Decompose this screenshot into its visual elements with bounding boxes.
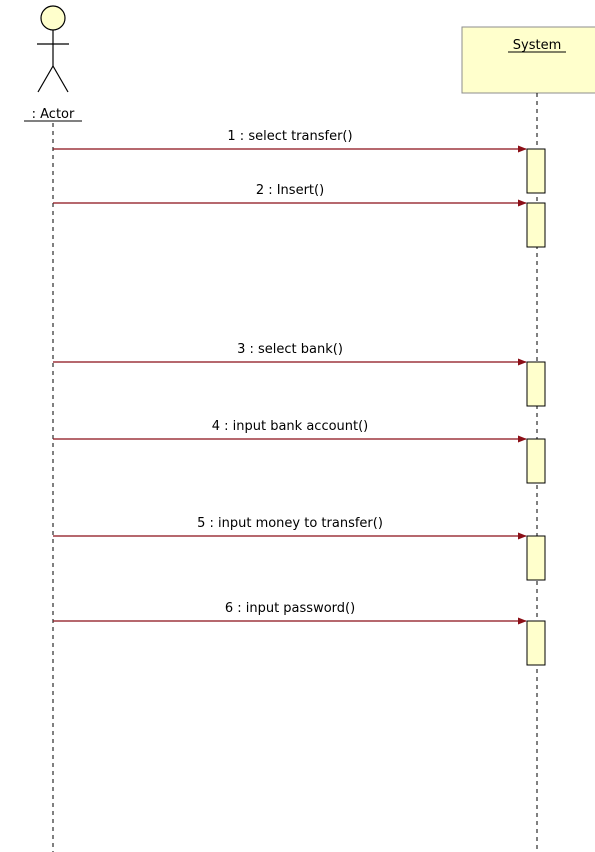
- message-label-3: 3 : select bank(): [237, 342, 343, 357]
- activation-bar-4: [526, 438, 546, 484]
- message-label-2: 2 : Insert(): [256, 183, 324, 198]
- activation-bar-2: [526, 202, 546, 248]
- actor-left-leg: [37, 65, 54, 93]
- system-object[interactable]: System: [461, 26, 595, 94]
- actor-figure-icon[interactable]: [37, 5, 69, 93]
- message-label-6: 6 : input password(): [225, 601, 355, 616]
- system-object-box: [461, 26, 595, 94]
- actor-head: [40, 5, 66, 31]
- message-label-5: 5 : input money to transfer(): [197, 516, 383, 531]
- activation-bar-5: [526, 535, 546, 581]
- activation-bar-1: [526, 148, 546, 194]
- activation-bar-3: [526, 361, 546, 407]
- message-label-1: 1 : select transfer(): [227, 129, 352, 144]
- system-object-label: System: [513, 38, 561, 53]
- activation-bar-6: [526, 620, 546, 666]
- actor-right-leg: [52, 65, 69, 93]
- actor-label: : Actor: [32, 107, 75, 122]
- message-label-4: 4 : input bank account(): [212, 419, 369, 434]
